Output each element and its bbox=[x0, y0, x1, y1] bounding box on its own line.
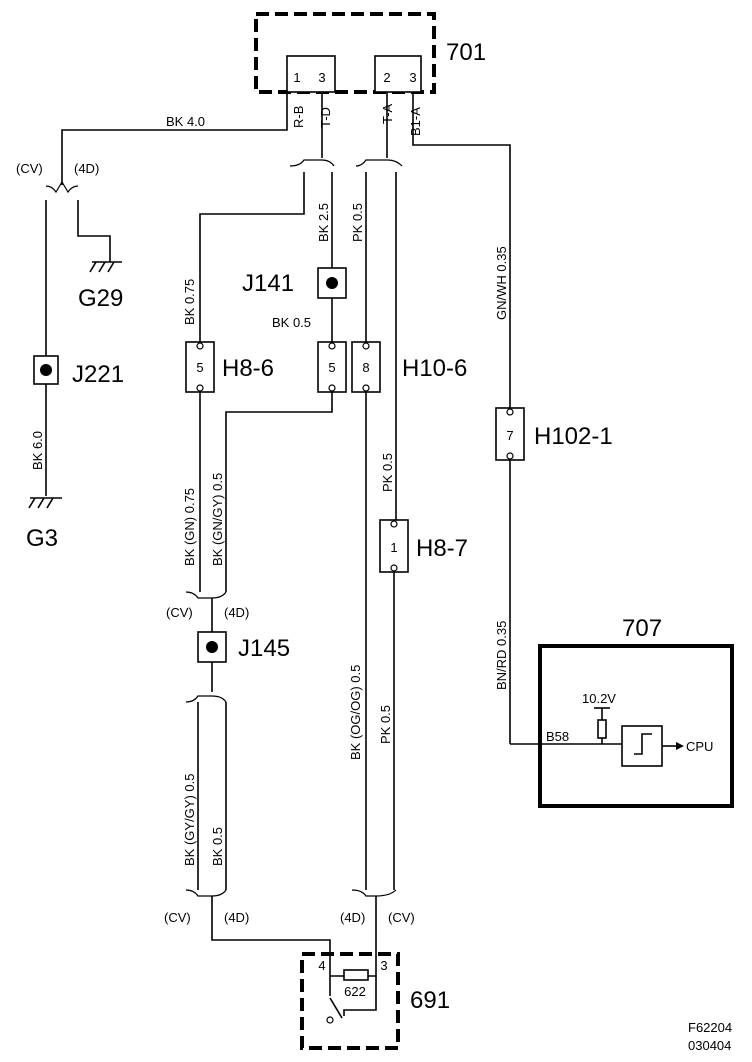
wire-label-bk075-top: BK 0.75 bbox=[182, 279, 197, 325]
wire-bk40 bbox=[61, 92, 288, 185]
variant-cv-4: (CV) bbox=[388, 910, 415, 925]
connector-h10-6-label: H10-6 bbox=[402, 355, 467, 382]
wire-label-bk05-j141: BK 0.5 bbox=[272, 315, 311, 330]
connector-h8-7-label: H8-7 bbox=[416, 535, 468, 562]
wire-g29 bbox=[77, 200, 111, 262]
variant-4d-3: (4D) bbox=[224, 910, 249, 925]
wire-label-pk05-top: PK 0.5 bbox=[350, 203, 365, 242]
wire-label-bk05-low: BK 0.5 bbox=[210, 827, 225, 866]
wire-label-bkgngy: BK (GN/GY) 0.5 bbox=[210, 473, 225, 566]
wire-label-bk60: BK 6.0 bbox=[30, 431, 45, 470]
figure-date: 030404 bbox=[688, 1038, 731, 1053]
wire-gnwh bbox=[412, 92, 511, 408]
figure-id: F62204 bbox=[688, 1020, 732, 1035]
pin-701-2: 2 bbox=[383, 70, 390, 85]
component-622-label: 622 bbox=[344, 984, 366, 999]
ground-g3-label: G3 bbox=[26, 525, 58, 552]
wire-label-gnwh: GN/WH 0.35 bbox=[494, 246, 509, 320]
pin-701-3a: 3 bbox=[318, 70, 325, 85]
connector-701-left bbox=[286, 55, 336, 93]
variant-cv-1: (CV) bbox=[16, 161, 43, 176]
variant-split-2 bbox=[185, 591, 227, 599]
connector-h102-1-label: H102-1 bbox=[534, 423, 613, 450]
pin-701-1: 1 bbox=[293, 70, 300, 85]
pin-691-3: 3 bbox=[380, 958, 387, 973]
connector-h8-6-label: H8-6 bbox=[222, 355, 274, 382]
resistor-622 bbox=[343, 969, 369, 981]
module-707-cpu: CPU bbox=[686, 739, 713, 754]
wire-label-pk05-mid: PK 0.5 bbox=[380, 453, 395, 492]
pin-name-b1a: B1-A bbox=[408, 107, 423, 136]
wire-label-bnrd: BN/RD 0.35 bbox=[494, 621, 509, 690]
connector-h8-6-pin: 5 bbox=[196, 360, 203, 375]
ground-g29-label: G29 bbox=[78, 285, 123, 312]
branch-ta bbox=[355, 159, 403, 167]
component-701-box bbox=[254, 12, 436, 94]
schmitt-trigger-icon bbox=[634, 733, 652, 755]
wire-label-pk05-low: PK 0.5 bbox=[378, 705, 393, 744]
wire-bk075-top bbox=[199, 172, 305, 342]
wire-label-bkogog: BK (OG/OG) 0.5 bbox=[348, 665, 363, 760]
wire-bkgngy bbox=[225, 392, 333, 592]
wire-label-bk25: BK 2.5 bbox=[316, 203, 331, 242]
component-691-box bbox=[300, 952, 400, 1050]
splice-j141-label: J141 bbox=[242, 270, 294, 297]
component-701-label: 701 bbox=[446, 39, 486, 66]
connector-h102-1 bbox=[495, 407, 525, 461]
connector-h102-1-pin: 7 bbox=[506, 428, 513, 443]
module-707-voltage: 10.2V bbox=[582, 691, 616, 706]
variant-4d-2: (4D) bbox=[224, 605, 249, 620]
wire-to-691-pin4 bbox=[211, 896, 331, 970]
variant-split-3 bbox=[185, 889, 227, 897]
wire-label-bkgn: BK (GN) 0.75 bbox=[182, 488, 197, 566]
variant-cv-3: (CV) bbox=[164, 910, 191, 925]
connector-h10-6-pin-a: 5 bbox=[328, 360, 335, 375]
wire-label-bkgygy: BK (GY/GY) 0.5 bbox=[182, 774, 197, 866]
connector-h10-6-pin-b: 8 bbox=[362, 360, 369, 375]
pin-name-rb: R-B bbox=[291, 106, 306, 128]
connector-h8-7-pin: 1 bbox=[390, 540, 397, 555]
switch-691 bbox=[329, 997, 343, 1019]
pin-name-b58: B58 bbox=[546, 729, 569, 744]
connector-h10-6-a bbox=[317, 341, 347, 393]
variant-4d-1: (4D) bbox=[74, 161, 99, 176]
module-707-label: 707 bbox=[622, 615, 662, 642]
connector-701-right bbox=[374, 55, 422, 93]
pin-701-3b: 3 bbox=[409, 70, 416, 85]
pin-691-4: 4 bbox=[318, 958, 325, 973]
variant-split-4 bbox=[351, 889, 397, 897]
splice-j145-label: J145 bbox=[238, 635, 290, 662]
splice-j145-dot bbox=[206, 641, 218, 653]
splice-j221-label: J221 bbox=[72, 361, 124, 388]
pullup-resistor bbox=[597, 719, 607, 739]
wire-label-bk40: BK 4.0 bbox=[166, 114, 205, 129]
branch-td bbox=[289, 159, 335, 167]
component-691-label: 691 bbox=[410, 987, 450, 1014]
variant-4d-4: (4D) bbox=[340, 910, 365, 925]
variant-split-1 bbox=[45, 180, 79, 194]
pin-name-td: T-D bbox=[318, 107, 333, 128]
splice-j141-dot bbox=[326, 277, 338, 289]
splice-j221-dot bbox=[40, 364, 52, 376]
connector-h8-7 bbox=[379, 519, 409, 573]
variant-cv-2: (CV) bbox=[166, 605, 193, 620]
arrow-right-icon bbox=[676, 742, 684, 750]
